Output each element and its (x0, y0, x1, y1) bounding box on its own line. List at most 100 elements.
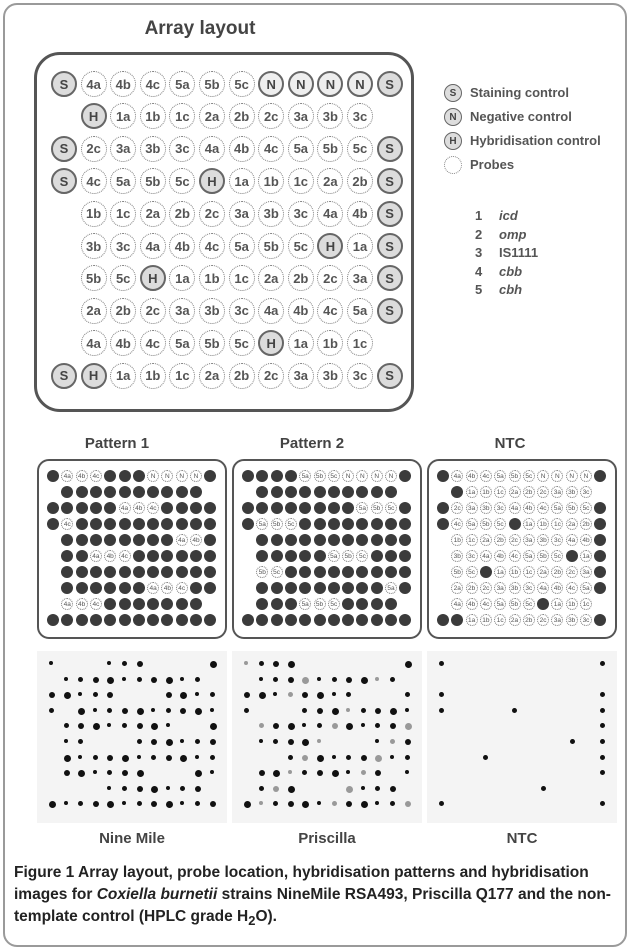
pattern-spot-negative: 4c (480, 470, 492, 482)
pattern-spot-positive (399, 502, 411, 514)
pattern-spot-positive (385, 486, 397, 498)
hybridisation-dot (273, 723, 279, 729)
pattern-spot-negative: 3b (480, 502, 492, 514)
pattern-spot-positive (76, 566, 88, 578)
legend-symbol-icon: N (444, 108, 462, 126)
pattern-spot-negative: 4a (566, 534, 578, 546)
pattern-spot-positive (314, 518, 326, 530)
array-spot-staining-control: S (377, 136, 403, 162)
hybridisation-dot (244, 692, 250, 698)
pattern-spot-positive (161, 486, 173, 498)
pattern-spot-positive (399, 470, 411, 482)
pattern-spot-negative: 5b (271, 518, 283, 530)
array-spot-probe: 4a (317, 201, 343, 227)
array-spot-probe: 5a (169, 330, 195, 356)
hybridisation-dot (361, 801, 368, 808)
hybridisation-dot (93, 755, 98, 760)
pattern-spot-positive (76, 550, 88, 562)
pattern-spot-positive (90, 486, 102, 498)
pattern-spot-negative: 5a (385, 582, 397, 594)
hybridisation-dot (259, 801, 263, 805)
pattern-spot-negative: 2a (509, 486, 521, 498)
array-spot-probe: 4a (199, 136, 225, 162)
pattern-spot-positive (133, 534, 145, 546)
hybridisation-dot (332, 677, 337, 682)
hybridisation-dot (210, 755, 215, 760)
pattern-spot-positive (256, 598, 268, 610)
array-spot-probe: 1b (199, 265, 225, 291)
hybridisation-dot (122, 770, 128, 776)
hybridisation-dot (361, 786, 365, 790)
array-spot-probe: 4a (140, 233, 166, 259)
pattern-spot-negative: 1a (580, 550, 592, 562)
array-spot-probe: 5a (288, 136, 314, 162)
pattern-spot-positive (242, 470, 254, 482)
pattern-spot-positive (119, 598, 131, 610)
hybridisation-dot (151, 786, 158, 793)
pattern-spot-positive (356, 598, 368, 610)
array-spot-probe: 2c (317, 265, 343, 291)
hybridisation-dot (195, 677, 200, 682)
pattern-spot-negative: 4b (580, 534, 592, 546)
hybridisation-dot (122, 677, 126, 681)
hybridisation-dot (317, 708, 323, 714)
hybridisation-dot (405, 739, 411, 745)
hybridisation-dot (210, 739, 216, 745)
pattern-spot-positive (204, 614, 216, 626)
pattern-spot-positive (161, 598, 173, 610)
pattern-spot-positive (356, 518, 368, 530)
array-spot-probe: 3c (288, 201, 314, 227)
pattern-spot-negative: 2c (509, 534, 521, 546)
hybridisation-dot (151, 723, 158, 730)
array-spot-probe: 4c (81, 168, 107, 194)
pattern-spot-negative: 5c (271, 566, 283, 578)
pattern-spot-positive (147, 550, 159, 562)
probe-name: cbb (499, 264, 522, 279)
pattern-spot-negative: 4b (466, 598, 478, 610)
array-spot-hybridisation-control: H (258, 330, 284, 356)
pattern-spot-positive (104, 518, 116, 530)
hybridisation-dot (390, 723, 396, 729)
pattern-spot-positive (61, 582, 73, 594)
hybridisation-dot (78, 755, 82, 759)
array-spot-probe: 3b (199, 298, 225, 324)
pattern-spot-negative: N (580, 470, 592, 482)
array-spot-probe: 5b (199, 71, 225, 97)
pattern-spot-negative: 2b (551, 566, 563, 578)
pattern-spot-positive (314, 534, 326, 546)
hybridisation-dot (361, 755, 367, 761)
array-spot-probe: 1a (110, 363, 136, 389)
pattern-spot-negative: 4b (104, 550, 116, 562)
hybridisation-dot (302, 723, 306, 727)
pattern-spot-negative: 5a (494, 470, 506, 482)
hybridisation-dot (210, 661, 217, 668)
pattern-spot-positive (314, 550, 326, 562)
pattern-spot-positive (190, 582, 202, 594)
hybridisation-dot (93, 723, 100, 730)
array-spot-probe: 1a (110, 103, 136, 129)
hybridisation-dot (302, 770, 307, 775)
probe-number: 3 (475, 245, 499, 260)
hybridisation-dot (78, 770, 85, 777)
hybridisation-dot (390, 739, 395, 744)
hybridisation-dot (600, 708, 605, 713)
pattern-spot-positive (285, 470, 297, 482)
image-label-ntc: NTC (427, 830, 617, 847)
hybridisation-image-nine-mile (37, 651, 227, 823)
pattern-spot-negative: 4b (190, 534, 202, 546)
hybridisation-dot (180, 677, 184, 681)
pattern-spot-negative: 5c (494, 518, 506, 530)
pattern-spot-positive (76, 486, 88, 498)
pattern-spot-positive (90, 582, 102, 594)
pattern-spot-positive (356, 486, 368, 498)
pattern-spot-negative: 4a (537, 582, 549, 594)
pattern-spot-positive (299, 518, 311, 530)
pattern-spot-negative: 4a (147, 582, 159, 594)
pattern-spot-negative: 2b (523, 486, 535, 498)
hybridisation-dot (375, 755, 382, 762)
pattern-spot-negative: 2c (537, 614, 549, 626)
hybridisation-dot (375, 723, 380, 728)
hybridisation-dot (288, 801, 294, 807)
array-spot-probe: 2c (81, 136, 107, 162)
array-spot-probe: 3b (317, 103, 343, 129)
